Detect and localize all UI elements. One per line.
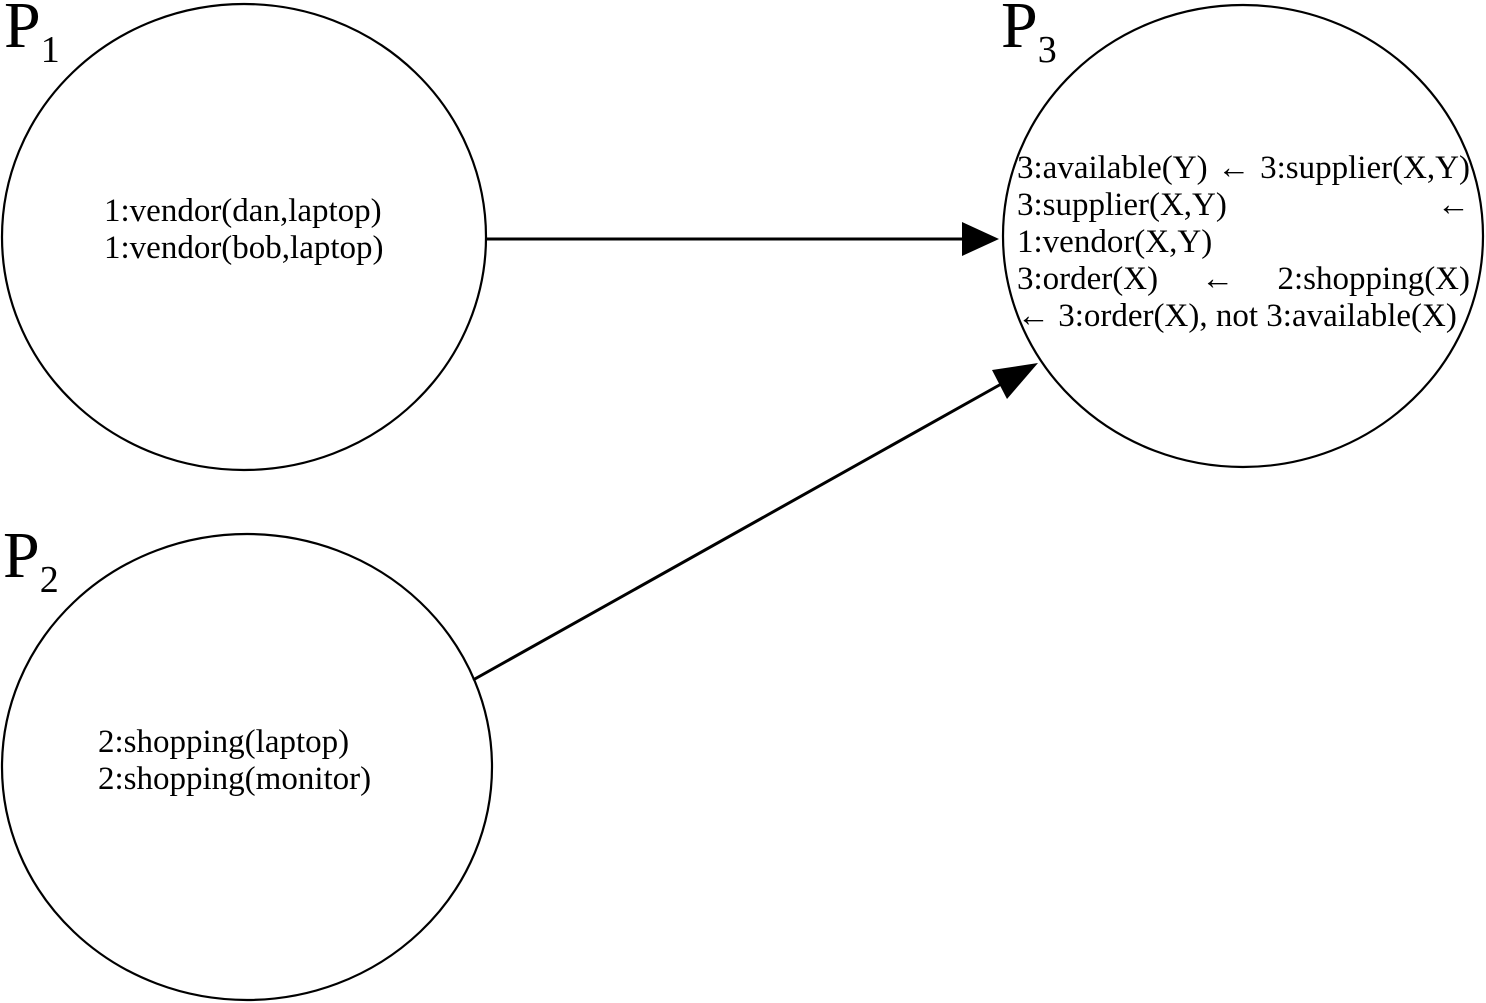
node-p3-rule-line: 3:supplier(X,Y) ← 1:vendor(X,Y) [1017, 187, 1470, 260]
edge-p2-p3-line [472, 381, 1004, 682]
edge-p2-p3-arrowhead-icon [992, 363, 1038, 399]
node-p3-rule-line: 3:available(Y) ← 3:supplier(X,Y) [1017, 150, 1470, 186]
node-p3-rule-line: 3:order(X) ← 2:shopping(X) [1017, 261, 1470, 297]
node-p3-rule-line: ← 3:order(X), not 3:available(X) [1017, 298, 1457, 334]
node-p1-fact-line: 1:vendor(bob,laptop) [104, 230, 384, 266]
node-p2-ellipse [0, 532, 494, 1002]
node-p3-label-letter: P [1001, 0, 1038, 62]
node-p1-label: P1 [4, 0, 60, 83]
node-p3-rules: 3:available(Y) ← 3:supplier(X,Y) 3:suppl… [1017, 150, 1470, 335]
node-p2-fact-line: 2:shopping(laptop) [98, 724, 350, 760]
node-p3-label: P3 [1001, 0, 1057, 83]
node-p2-label-letter: P [3, 519, 40, 592]
node-p2-label: P2 [3, 523, 59, 613]
node-p1-label-letter: P [4, 0, 41, 62]
node-p1-fact-line: 1:vendor(dan,laptop) [104, 193, 382, 229]
node-p2-facts: 2:shopping(laptop) 2:shopping(monitor) [98, 724, 371, 798]
node-p1-facts: 1:vendor(dan,laptop) 1:vendor(bob,laptop… [104, 193, 384, 267]
node-p3-ellipse [1001, 3, 1485, 469]
node-p1-ellipse [0, 2, 488, 472]
node-p1-label-subscript: 1 [40, 29, 60, 71]
node-p2-fact-line: 2:shopping(monitor) [98, 761, 372, 797]
node-p2-label-subscript: 2 [39, 559, 59, 601]
edge-p1-p3-arrowhead-icon [962, 222, 999, 256]
node-p3-label-subscript: 3 [1037, 29, 1057, 71]
